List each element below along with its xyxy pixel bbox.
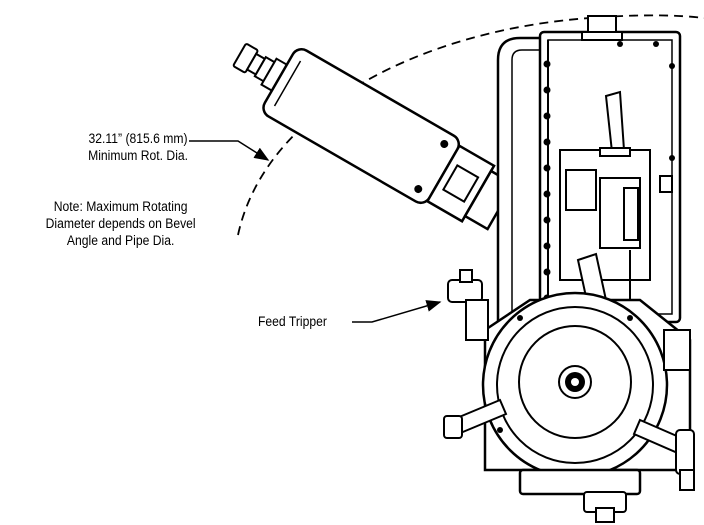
- feed-tripper-label: Feed Tripper: [258, 314, 327, 329]
- rotating-diameter-value: 32.11” (815.6 mm): [88, 131, 188, 146]
- rotation-leader-line: [189, 140, 270, 161]
- feed-tripper: [447, 269, 489, 341]
- base: [518, 468, 642, 523]
- rotating-diameter-caption: Minimum Rot. Dia.: [88, 148, 188, 163]
- note-line-1: Note: Maximum Rotating: [54, 199, 188, 214]
- rotation-diameter-arc: [237, 14, 704, 236]
- rotating-diameter-label: 32.11” (815.6 mm) Minimum Rot. Dia.: [88, 130, 188, 164]
- right-handle: [632, 418, 695, 491]
- left-handle: [443, 398, 508, 439]
- main-frame: [496, 15, 682, 347]
- feed-tripper-leader-line: [352, 300, 442, 323]
- rotating-note: Note: Maximum Rotating Diameter depends …: [46, 198, 196, 249]
- motor-body: [262, 48, 460, 205]
- motor-assembly: [232, 43, 516, 231]
- lower-housing: [481, 291, 692, 479]
- note-line-3: Angle and Pipe Dia.: [67, 233, 175, 248]
- note-line-2: Diameter depends on Bevel: [46, 216, 196, 231]
